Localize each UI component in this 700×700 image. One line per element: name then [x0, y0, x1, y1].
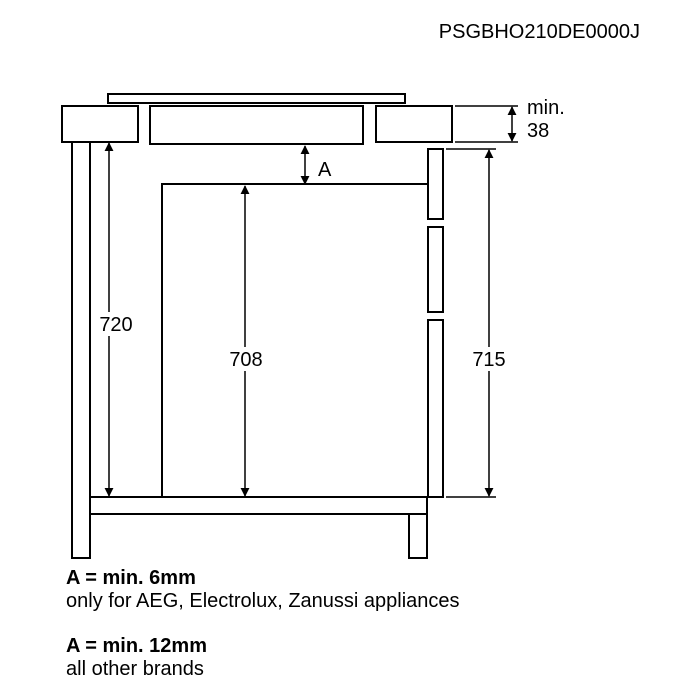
note-text: all other brands: [66, 658, 204, 680]
dim-708-label: 708: [229, 349, 262, 371]
note-title: A = min. 6mm: [66, 567, 196, 589]
oven-outline: [161, 183, 428, 497]
worktop-left: [61, 105, 139, 143]
note-block-6mm: A = min. 6mm only for AEG, Electrolux, Z…: [66, 566, 666, 612]
dim-715-label: 715: [472, 349, 505, 371]
note-block-12mm: A = min. 12mm all other brands: [66, 634, 666, 680]
cabinet-base-shelf: [89, 496, 428, 515]
hob-body: [149, 105, 364, 145]
gap-a-label: A: [318, 159, 332, 181]
cabinet-side-panel-left: [71, 141, 91, 559]
cabinet-side-panel-right: [408, 513, 428, 559]
min-value: 38: [527, 120, 549, 142]
model-code: PSGBHO210DE0000J: [439, 21, 640, 43]
dim-708-label-bg: [225, 347, 267, 371]
note-title: A = min. 12mm: [66, 635, 207, 657]
drawer-front-top: [427, 148, 444, 220]
notes: A = min. 6mm only for AEG, Electrolux, Z…: [66, 566, 666, 680]
dim-715-label-bg: [468, 347, 510, 371]
dim-720-label-bg: [94, 312, 136, 336]
hob-top-plate: [107, 93, 406, 104]
drawer-front-bottom: [427, 319, 444, 498]
note-text: only for AEG, Electrolux, Zanussi applia…: [66, 590, 460, 612]
dim-720-label: 720: [99, 314, 132, 336]
min-label: min.: [527, 97, 565, 119]
drawer-front-middle: [427, 226, 444, 313]
worktop-right: [375, 105, 453, 143]
